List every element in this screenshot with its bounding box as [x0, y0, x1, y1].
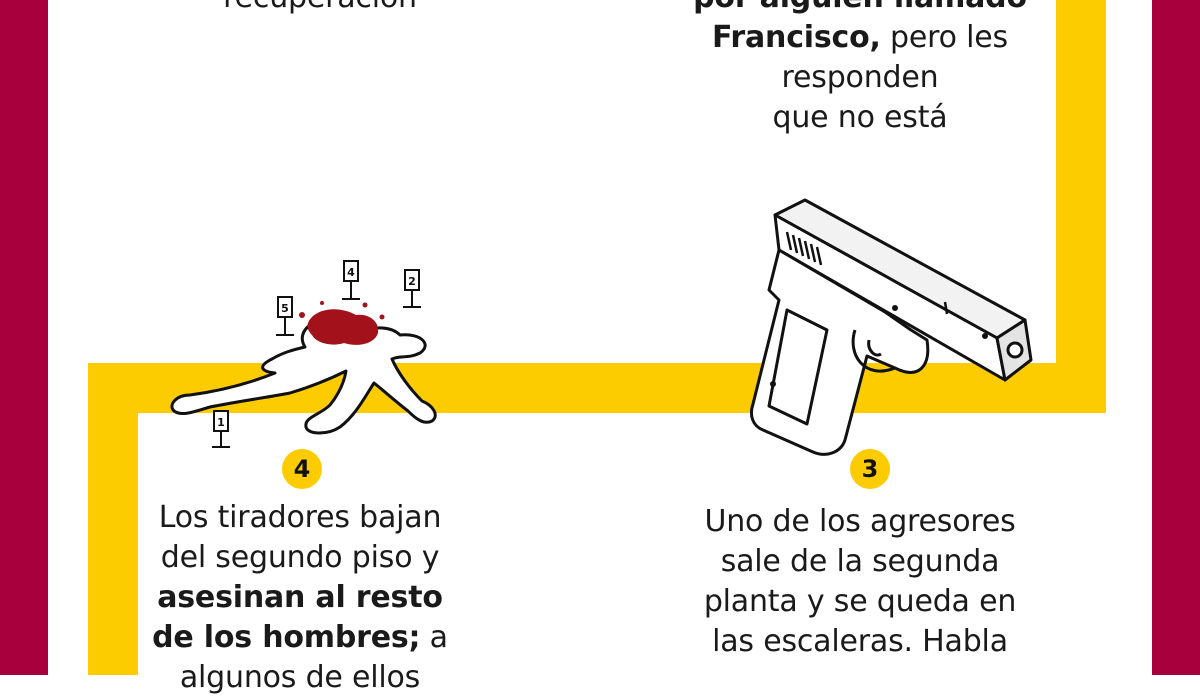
pistol-icon: [749, 198, 1033, 456]
left-frame-border: [0, 0, 48, 675]
step-3-line-4: las escaleras. Habla: [712, 624, 1008, 659]
path-vertical-right: [1056, 0, 1106, 413]
blood-pool: [307, 309, 379, 345]
svg-text:4: 4: [347, 266, 355, 279]
evidence-marker-2: 2: [403, 269, 421, 308]
step-3-badge: 3: [850, 449, 890, 489]
step-4-bold-2: de los hombres;: [152, 620, 421, 655]
evidence-marker-4: 4: [342, 260, 360, 300]
step-4-bold-1: asesinan al resto: [157, 580, 443, 615]
top-right-bold-2: Francisco,: [712, 20, 881, 55]
svg-text:2: 2: [408, 275, 416, 288]
step-4-line-1: Los tiradores bajan: [158, 500, 442, 535]
top-left-text: recuperación: [160, 0, 480, 18]
step-4-badge: 4: [282, 449, 322, 489]
top-left-fragment: recuperación: [160, 0, 480, 18]
step-4-rest-4: a: [420, 620, 448, 655]
step-3-line-3: planta y se queda en: [703, 584, 1017, 619]
step-3-text: Uno de los agresores sale de la segunda …: [680, 502, 1040, 662]
svg-text:5: 5: [281, 302, 289, 315]
top-right-rest-2: pero les: [880, 20, 1008, 55]
step-4-text: Los tiradores bajan del segundo piso y a…: [140, 498, 460, 698]
evidence-marker-5: 5: [276, 296, 294, 336]
step-3-line-2: sale de la segunda: [720, 544, 1000, 579]
right-frame-border: [1152, 0, 1200, 675]
body-outline: [170, 319, 437, 435]
evidence-marker-1: 1: [212, 410, 230, 448]
top-right-line-3: responden: [781, 60, 939, 95]
step-4-line-2: del segundo piso y: [160, 540, 440, 575]
top-right-text: por alguien llamado Francisco, pero les …: [680, 0, 1040, 138]
path-vertical-left: [88, 363, 138, 675]
step-4-line-5: algunos de ellos: [179, 660, 421, 695]
body-outline-icon: 5 4 2 1: [170, 260, 437, 448]
top-right-line-4: que no está: [772, 100, 948, 135]
svg-text:1: 1: [217, 416, 225, 429]
step-3-line-1: Uno de los agresores: [704, 504, 1016, 539]
top-right-bold-1: por alguien llamado: [693, 0, 1027, 15]
